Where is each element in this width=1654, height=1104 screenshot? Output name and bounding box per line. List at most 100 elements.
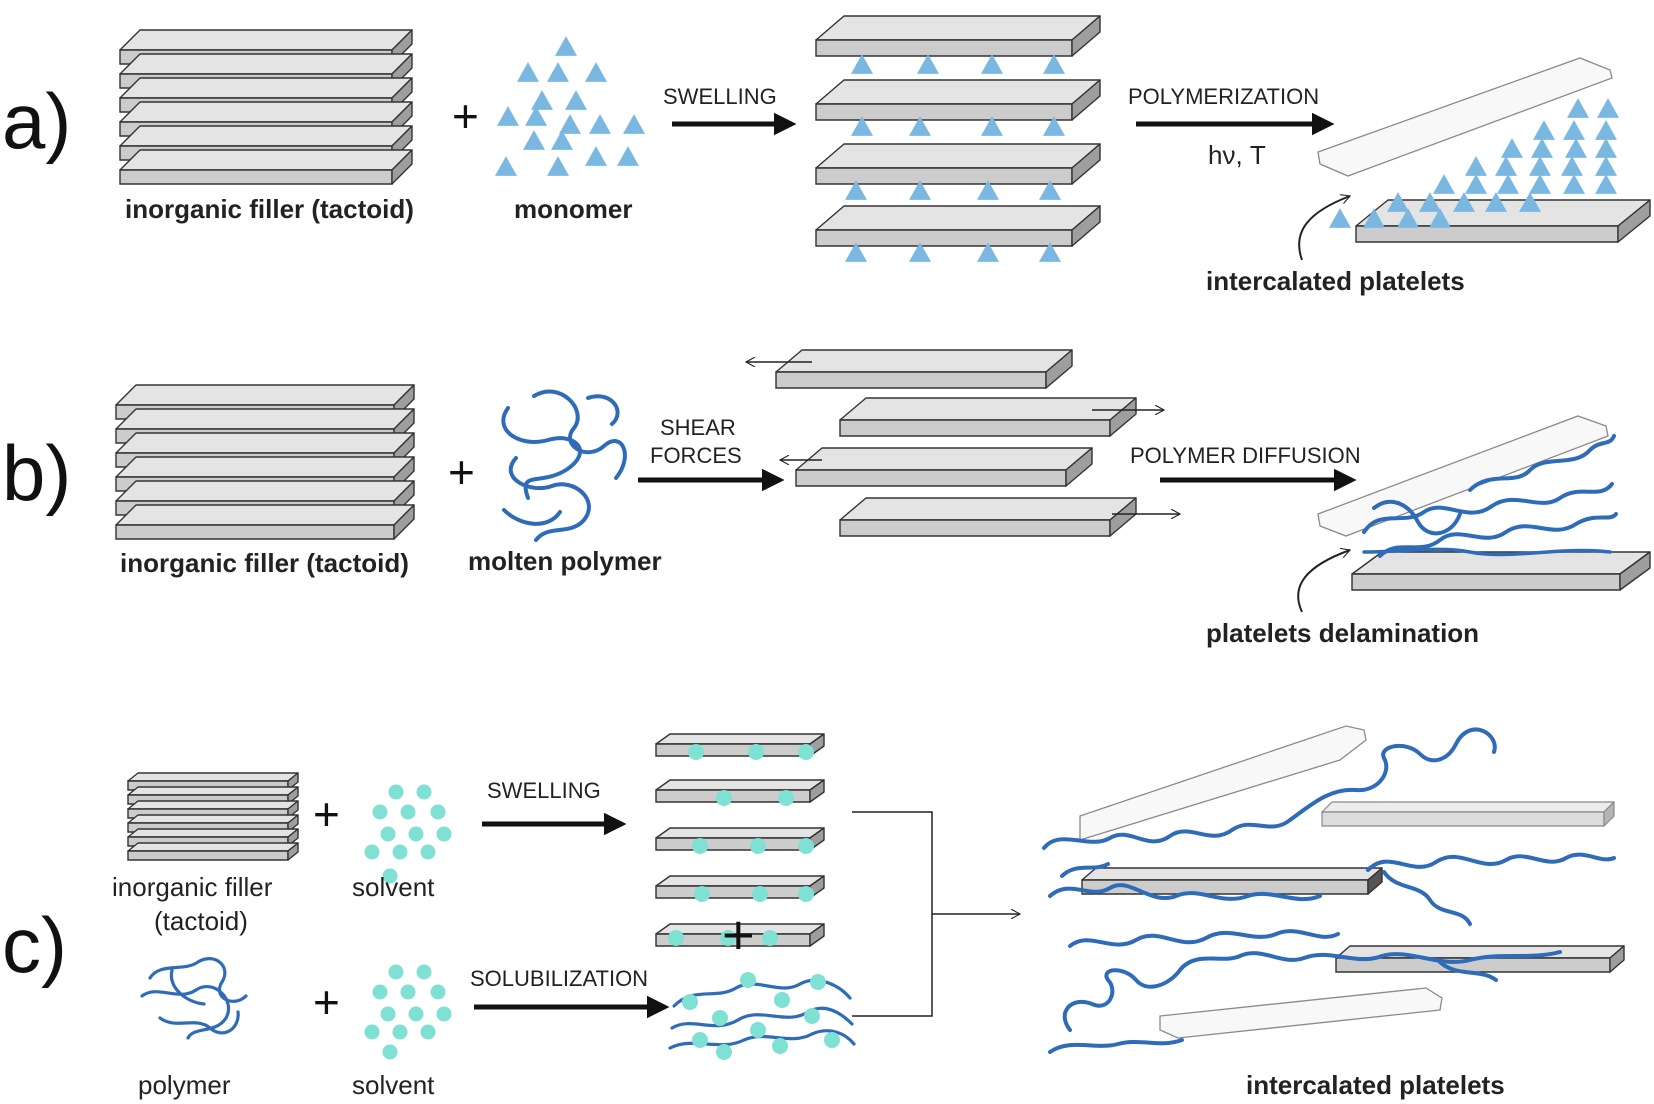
polymer-chain (148, 957, 248, 1003)
panel-b-pointer-arrow (1297, 550, 1350, 613)
intercalated-monomer (1563, 174, 1585, 194)
polymer-chain (1372, 500, 1462, 536)
intercalated-solvent (778, 790, 794, 806)
monomer-triangle (585, 146, 607, 166)
platelet-side-face (287, 842, 299, 861)
monomer-cluster (495, 36, 645, 176)
intercalated-solvent (692, 838, 708, 854)
platelet-top-face (655, 875, 825, 887)
solvent-molecule (372, 804, 388, 820)
solvent-molecule (408, 1006, 424, 1022)
solvent-molecule (388, 964, 404, 980)
panel-c-solvent-label-1: solvent (352, 872, 435, 902)
panel-a-intercalated-result (1317, 57, 1651, 243)
panel-c-swollen-stack (655, 733, 825, 947)
platelet-top-face (815, 205, 1101, 231)
platelet-top-face (115, 384, 415, 406)
platelet-top-face (127, 800, 299, 810)
panel-c-plus-1: + (313, 788, 340, 840)
panel-a-swollen-plates (815, 15, 1101, 262)
platelet-front-face (1351, 573, 1621, 591)
platelet-top-face (1321, 801, 1615, 813)
polymer-solution (668, 972, 856, 1060)
swollen-platelet (815, 79, 1101, 121)
intercalated-monomer (1363, 208, 1385, 228)
monomer-triangle (523, 130, 545, 150)
platelet-front-face (655, 885, 811, 899)
platelet-side-face (809, 923, 825, 947)
platelet-top-face (127, 828, 299, 838)
swollen-platelet (655, 779, 825, 803)
solvent-molecule (400, 804, 416, 820)
intercalated-solvent (716, 790, 732, 806)
platelet-top-face (119, 29, 413, 51)
polymer-chain (140, 985, 230, 1040)
intercalated-monomer (1043, 116, 1065, 136)
intercalated-monomer (1495, 156, 1517, 176)
polymer-chain (1366, 852, 1616, 872)
solvent-molecule (380, 1006, 396, 1022)
sheared-platelet (839, 497, 1137, 537)
panel-a-condition-label: hν, T (1208, 140, 1266, 170)
tactoid-platelet (115, 504, 415, 540)
intercalated-monomer (909, 180, 931, 200)
platelet-top-face (119, 149, 413, 171)
platelet-top-face (115, 480, 415, 502)
polymer-chain (1382, 870, 1472, 926)
solvated-solvent (692, 1032, 708, 1048)
platelet-front-face (115, 524, 395, 540)
intercalated-monomer (1485, 192, 1507, 212)
solvent-molecule (364, 1024, 380, 1040)
intercalated-solvent (694, 886, 710, 902)
solvated-solvent (772, 1038, 788, 1054)
intercalated-monomer (1433, 174, 1455, 194)
platelet-side-face (1367, 867, 1383, 895)
platelet-top-face (839, 497, 1137, 521)
monomer-triangle (531, 90, 553, 110)
panel-c-result-label: intercalated platelets (1246, 1070, 1505, 1100)
platelet-top-face (127, 786, 299, 796)
intercalated-monomer (1387, 192, 1409, 212)
polymer-chain (502, 508, 562, 526)
solvated-solvent (716, 1044, 732, 1060)
intercalated-monomer (1595, 174, 1617, 194)
platelet-top-face (127, 772, 299, 782)
intercalated-monomer (1531, 138, 1553, 158)
platelet-top-face (127, 842, 299, 852)
platelet-top-face (775, 349, 1073, 373)
panel-b: b) inorganic filler (tactoid) + molten p… (2, 349, 1651, 648)
platelet-top-face (655, 733, 825, 745)
solvent-molecule (392, 1024, 408, 1040)
polymer-chain (1378, 512, 1618, 558)
platelet-front-face (655, 837, 811, 851)
panel-b-sheared-plates (746, 349, 1180, 537)
solvent-molecule (430, 984, 446, 1000)
panel-c: c) inorganic filler (tactoid) + solvent … (2, 725, 1625, 1100)
intercalated-solvent (798, 886, 814, 902)
intercalated-solvent (798, 744, 814, 760)
solvent-molecule (392, 844, 408, 860)
intercalated-monomer (1043, 54, 1065, 74)
polymer-chain (1468, 434, 1616, 492)
panel-b-shear-label-2: FORCES (650, 443, 742, 468)
panel-a-label: a) (2, 77, 71, 165)
solvent-molecule (382, 1044, 398, 1060)
platelet-side-face (1065, 447, 1093, 487)
panel-a-pointer-arrow (1298, 196, 1350, 261)
polymer-chain (1048, 1038, 1184, 1054)
polymer-chain (1042, 727, 1497, 850)
swollen-platelet (815, 15, 1101, 57)
polymer-chain (532, 389, 627, 480)
platelet-front-face (815, 39, 1073, 57)
lifted-platelet (1317, 57, 1613, 177)
panel-c-plus-2: + (313, 976, 340, 1028)
intercalated-monomer (1597, 98, 1619, 118)
polymer-chain (158, 1010, 240, 1035)
polymer-chain (1436, 958, 1498, 982)
monomer-triangle (617, 146, 639, 166)
platelet-top-face (115, 504, 415, 526)
intercalated-monomer (851, 54, 873, 74)
panel-c-plus-center: + (722, 903, 755, 966)
platelet-top-face (119, 77, 413, 99)
platelet-top-face (119, 53, 413, 75)
